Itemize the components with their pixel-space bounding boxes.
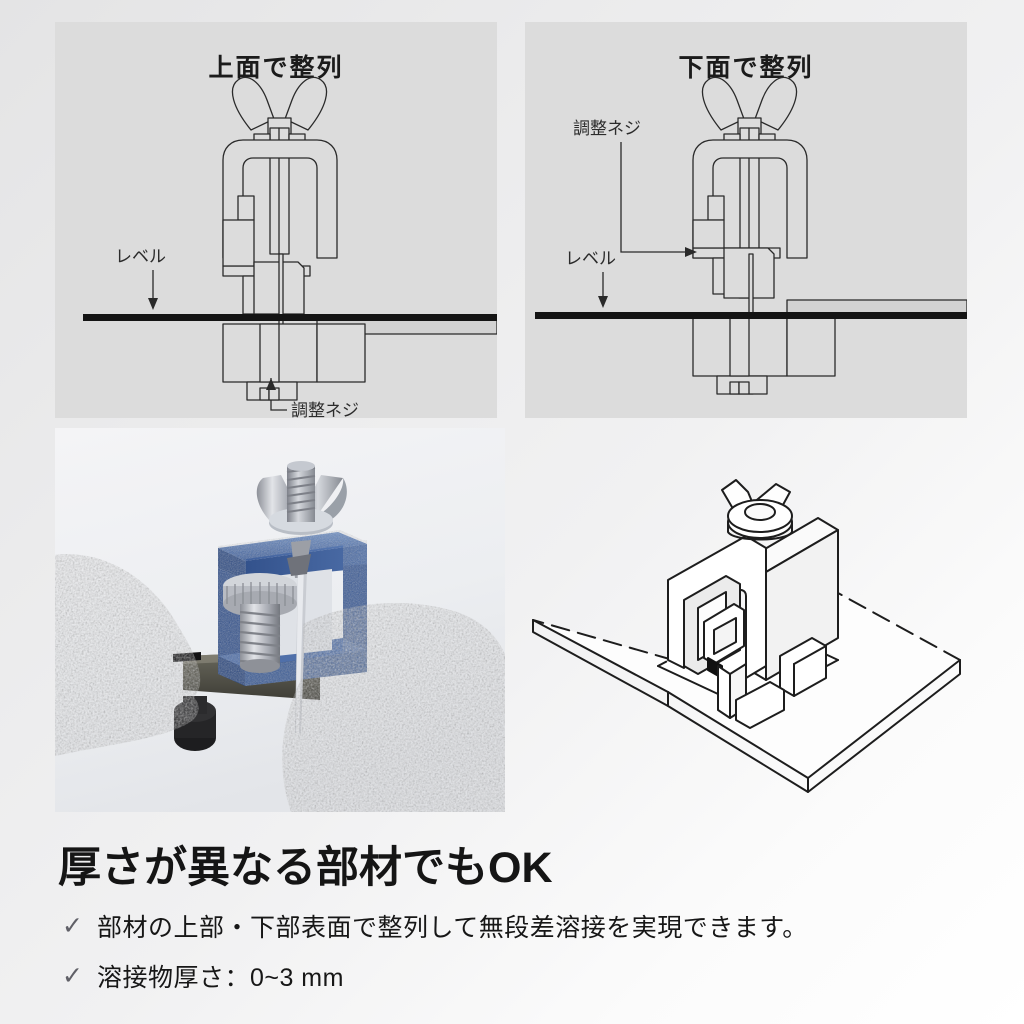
photo-wing-nut (256, 461, 347, 578)
panel-top-diagram: レベル 調整ネジ (55, 22, 497, 418)
panel-top-title: 上面で整列 (208, 54, 344, 82)
panel-bottom-title: 下面で整列 (678, 54, 814, 82)
photo-adjust-screw (223, 573, 297, 673)
panel-bottom-screw-label: 調整ネジ (573, 119, 641, 138)
feature-bullet-1-text: 溶接物厚さ：0~3 mm (96, 964, 344, 992)
isometric-drawing (508, 470, 998, 810)
check-icon: ✓ (62, 961, 83, 990)
panel-top-screw-label: 調整ネジ (291, 401, 359, 418)
feature-bullet-0: ✓ 部材の上部・下部表面で整列して無段差溶接を実現できます。 (62, 908, 808, 944)
panel-bottom-alignment: 下面で整列 (525, 22, 967, 418)
panel-top-level-label: レベル (115, 247, 166, 266)
photo-glove-left (55, 554, 201, 757)
check-icon: ✓ (62, 911, 83, 940)
level-line (83, 314, 497, 321)
photo-glove-right (282, 602, 505, 812)
page-headline: 厚さが異なる部材でもOK (58, 844, 553, 892)
feature-bullet-1: ✓ 溶接物厚さ：0~3 mm (62, 958, 344, 994)
panel-bottom-diagram: レベル 調整ネジ (525, 22, 967, 418)
panel-bottom-level-label: レベル (565, 249, 616, 268)
level-line (535, 312, 967, 319)
product-photo (55, 428, 505, 812)
feature-bullet-0-text: 部材の上部・下部表面で整列して無段差溶接を実現できます。 (96, 914, 808, 942)
panel-top-alignment: 上面で整列 (55, 22, 497, 418)
